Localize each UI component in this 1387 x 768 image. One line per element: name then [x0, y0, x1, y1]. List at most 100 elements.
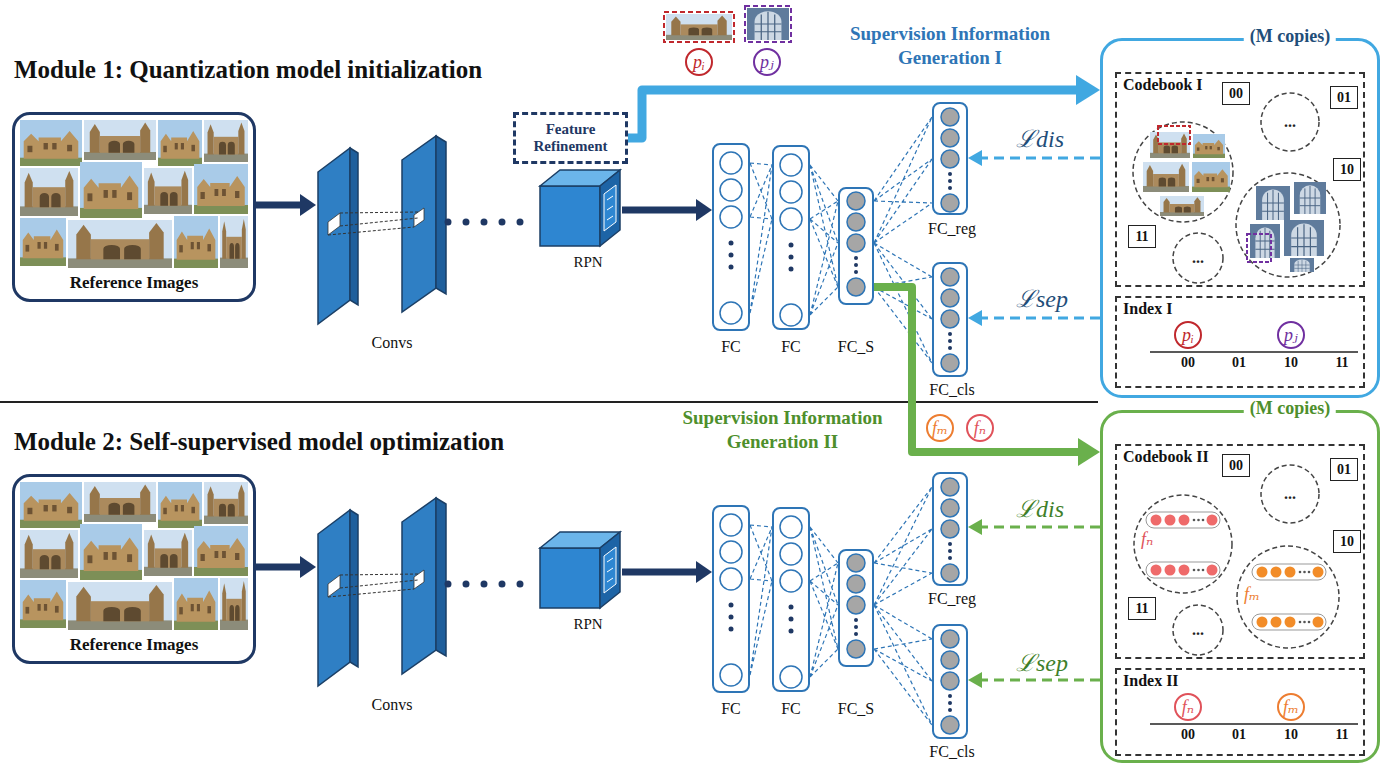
connector [256, 556, 316, 578]
copies-panel: (M copies)Codebook I00011011......Index … [1100, 38, 1380, 398]
fc-layer: FC [712, 505, 750, 693]
layer-label: FC_S [838, 338, 874, 356]
dashed-box: Index II fₙ fₘ [1115, 668, 1365, 756]
connector-line [980, 157, 1100, 160]
feature-symbol: fₘ [932, 419, 948, 437]
connector [622, 199, 712, 221]
illustration-part [1160, 196, 1204, 216]
illustration-part [158, 120, 202, 166]
text-slot: 01 [1232, 355, 1246, 371]
layer-label: FC [781, 700, 801, 718]
fc-layer: FC_S [838, 187, 874, 305]
code-label: 01 [1337, 463, 1351, 477]
illustration-part [1290, 258, 1314, 272]
index-tick: 00 [1181, 727, 1195, 743]
edge-label: Supervision Information Generation I [830, 22, 1070, 70]
code-cell: 00 [1222, 82, 1250, 105]
text-slot: 10 [1284, 727, 1298, 743]
cluster-circle: fₘ [1236, 545, 1340, 649]
feature-circle: fₙ [966, 414, 994, 442]
illustration-part [1252, 614, 1326, 630]
refinement-box: Feature Refinement [513, 112, 628, 164]
connector-line [750, 163, 772, 313]
illustration-part [414, 208, 424, 227]
fc-layer: FC [772, 145, 810, 330]
circle-shape [1134, 495, 1232, 593]
text-slot: Convs [372, 334, 413, 352]
illustration-part [350, 148, 358, 305]
text-slot: Index II [1123, 672, 1179, 690]
text-slot: fₘ [1244, 585, 1260, 605]
index-tick: 01 [1232, 355, 1246, 371]
box-label: Feature Refinement [516, 121, 625, 156]
text-slot: 00 [1181, 355, 1195, 371]
fc-layer: FC_cls [932, 262, 968, 377]
image-set-label: Reference Images [15, 635, 253, 655]
box-heading: Index II [1123, 672, 1179, 690]
circle-shape [686, 49, 712, 75]
text-slot: 10 [1284, 355, 1298, 371]
fc-layer: FC_reg [932, 472, 968, 586]
index-tick: 01 [1232, 727, 1246, 743]
circle-shape [1175, 322, 1201, 348]
illustration-part [604, 185, 616, 231]
text-slot: Supervision Information Generation I [830, 22, 1070, 70]
illustration-part [436, 136, 446, 294]
connector [750, 525, 772, 675]
circle-shape [1237, 546, 1339, 648]
arrowhead [1076, 75, 1100, 105]
dashed-box: Codebook II00011011fₙ...fₘ... [1115, 444, 1365, 659]
connector-line [622, 207, 698, 214]
feature-symbol: fₙ [974, 419, 986, 437]
feature-circle: pᵢ [1174, 321, 1202, 349]
layer-label: FC_cls [929, 743, 974, 761]
feature-circle: fₘ [926, 414, 954, 442]
connector [874, 605, 932, 725]
illustration-part [20, 168, 78, 216]
feature-circle: fₘ [1277, 693, 1305, 721]
illustration-part [540, 186, 600, 246]
cluster-symbol: fₙ [1141, 530, 1153, 550]
text-slot: 11 [1335, 727, 1348, 743]
box-heading: Codebook II [1123, 448, 1209, 466]
text-slot: Module 2: Self-supervised model optimiza… [14, 428, 504, 457]
text-slot: FC_S [838, 700, 874, 718]
module-title: Module 2: Self-supervised model optimiza… [14, 428, 504, 457]
module-divider [0, 401, 1098, 403]
connector-line [256, 564, 302, 571]
connector [874, 243, 932, 363]
illustration-part [1192, 162, 1230, 192]
index-tick: 11 [1335, 727, 1348, 743]
text-slot: FC [781, 700, 801, 718]
code-cell: 11 [1128, 225, 1156, 248]
arrowhead [300, 194, 316, 216]
feature-circle: fₙ [1174, 693, 1202, 721]
illustration-part [1256, 186, 1290, 220]
image-set-box: Reference Images [12, 474, 256, 664]
illustration-part [328, 212, 418, 235]
text-slot: RPN [573, 254, 602, 271]
illustration-part [600, 170, 620, 246]
conv-layers [318, 136, 446, 324]
illustration-part [68, 220, 172, 268]
illustration-part [1158, 126, 1190, 144]
text-slot: FC_S [838, 338, 874, 356]
illustration-part [941, 478, 959, 582]
text-slot: (M copies) [1244, 398, 1336, 420]
panel-heading: (M copies) [1244, 26, 1336, 48]
codebook-photo-clusters [1133, 122, 1340, 277]
connector [810, 527, 838, 677]
illustration-part [204, 120, 248, 162]
illustration-part [1284, 220, 1324, 256]
illustration-part [747, 8, 789, 40]
code-label: 00 [1229, 459, 1243, 473]
connector [874, 117, 932, 243]
illustration-part [318, 148, 350, 324]
connector [750, 163, 772, 313]
rpn-cube [540, 170, 620, 246]
arrowhead [1078, 438, 1100, 466]
illustration-part [941, 108, 959, 212]
connector-line [980, 679, 1100, 682]
connector [448, 222, 538, 223]
